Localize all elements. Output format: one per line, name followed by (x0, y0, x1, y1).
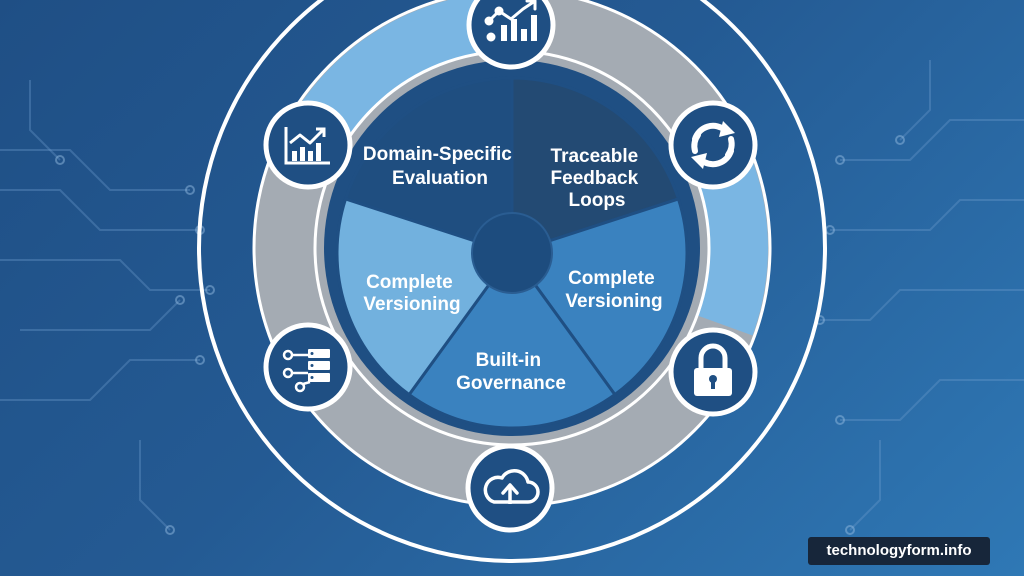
center-hub (471, 212, 553, 294)
label-complete-versioning-right: Complete Versioning (565, 268, 662, 312)
server-network-icon[interactable] (263, 322, 353, 412)
refresh-cycle-icon[interactable] (668, 100, 758, 190)
padlock-icon[interactable] (668, 327, 758, 417)
label-domain-specific-evaluation: Domain-Specific Evaluation (363, 144, 517, 189)
outer-ring (197, 0, 827, 563)
growth-bar-chart-icon[interactable] (466, 0, 556, 70)
segment-domain-specific-evaluation[interactable] (343, 76, 514, 256)
segment-traceable-feedback-loops[interactable] (510, 76, 681, 256)
segment-complete-versioning-right[interactable] (509, 197, 689, 397)
label-built-in-governance: Built-in Governance (456, 350, 566, 394)
circuit-background (0, 60, 1024, 531)
pie-segments (335, 76, 689, 430)
trend-chart-icon[interactable] (263, 100, 353, 190)
circuit-nodes (55, 135, 905, 535)
light-blue-ring-arc (290, 0, 768, 336)
cloud-upload-icon[interactable] (465, 443, 555, 533)
label-complete-versioning-left: Complete Versioning (363, 272, 460, 315)
segment-built-in-governance[interactable] (407, 250, 617, 430)
label-traceable-feedback-loops: Traceable Feedback Loops (551, 146, 644, 211)
segment-complete-versioning-left[interactable] (335, 197, 515, 397)
watermark-label: technologyform.info (808, 537, 990, 565)
